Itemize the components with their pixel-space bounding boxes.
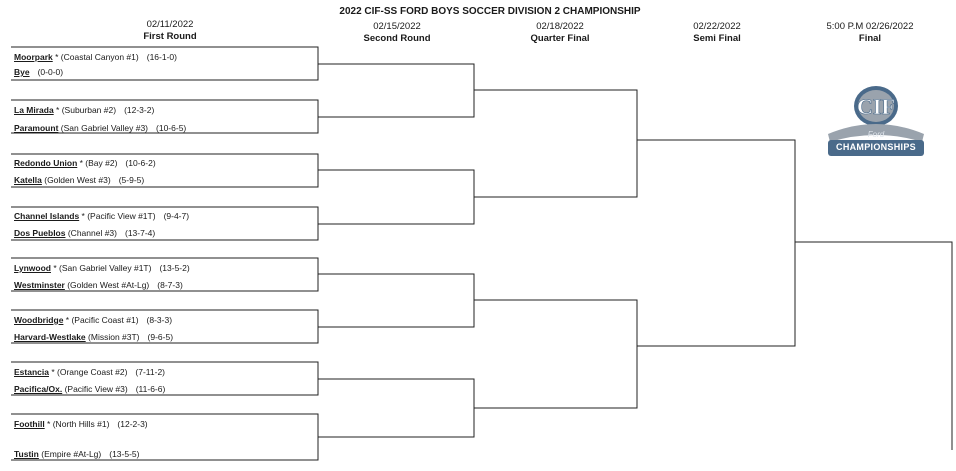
team-name: Westminster xyxy=(14,280,65,290)
team-record: (12-3-2) xyxy=(124,105,155,115)
team-seed: * (San Gabriel Valley #1T) xyxy=(50,263,152,273)
team-name: Dos Pueblos xyxy=(14,228,66,238)
team-seed: * (Orange Coast #2) xyxy=(48,367,128,377)
team-seed: * (Pacific View #1T) xyxy=(79,211,156,221)
team-name: Woodbridge xyxy=(14,315,64,325)
team-record: (9-6-5) xyxy=(147,332,174,342)
team-record: (0-0-0) xyxy=(37,67,64,77)
round-header-second: 02/15/2022 Second Round xyxy=(342,21,452,45)
team-slot: Moorpark * (Coastal Canyon #1) (16-1-0) xyxy=(14,52,177,62)
logo-graphic: CIF xyxy=(828,86,924,156)
team-record: (13-7-4) xyxy=(125,228,156,238)
team-slot: Lynwood * (San Gabriel Valley #1T) (13-5-… xyxy=(14,263,190,273)
team-record: (10-6-2) xyxy=(125,158,156,168)
round-name: First Round xyxy=(143,31,197,42)
team-seed: * (North Hills #1) xyxy=(44,419,110,429)
team-seed: (Golden West #At-Lg) xyxy=(64,280,150,290)
team-record: (16-1-0) xyxy=(146,52,177,62)
team-name: Redondo Union xyxy=(14,158,78,168)
team-slot: La Mirada * (Suburban #2) (12-3-2) xyxy=(14,105,154,115)
round-date: 5:00 P.M 02/26/2022 xyxy=(826,21,914,32)
round-date: 02/22/2022 xyxy=(693,21,741,32)
second-round-3 xyxy=(318,273,475,328)
round-name: Semi Final xyxy=(693,33,741,44)
team-name: Harvard-Westlake xyxy=(14,332,86,342)
round-header-final: 5:00 P.M 02/26/2022 Final xyxy=(805,21,935,45)
team-name: Lynwood xyxy=(14,263,51,273)
second-round-2 xyxy=(318,169,475,225)
second-round-4 xyxy=(318,378,475,438)
round-header-quarter: 02/18/2022 Quarter Final xyxy=(505,21,615,45)
team-slot: Westminster (Golden West #At-Lg) (8-7-3) xyxy=(14,280,183,290)
team-seed: * (Bay #2) xyxy=(77,158,118,168)
team-name: Katella xyxy=(14,175,42,185)
logo-championships-text: CHAMPIONSHIPS xyxy=(836,142,916,152)
team-seed: (Empire #At-Lg) xyxy=(38,449,102,459)
team-record: (13-5-2) xyxy=(159,263,190,273)
team-slot: Dos Pueblos (Channel #3) (13-7-4) xyxy=(14,228,155,238)
team-name: Foothill xyxy=(14,419,45,429)
team-record: (8-3-3) xyxy=(146,315,173,325)
round-name: Second Round xyxy=(363,33,431,44)
team-slot: Channel Islands * (Pacific View #1T) (9-4… xyxy=(14,211,189,221)
cif-championships-logo: CIF Ford CHAMPIONSHIPS xyxy=(826,84,926,160)
team-seed: (Mission #3T) xyxy=(85,332,140,342)
final-bracket xyxy=(795,241,953,450)
quarter-final-2 xyxy=(474,299,638,409)
team-record: (11-6-6) xyxy=(135,384,166,394)
team-record: (12-2-3) xyxy=(117,419,148,429)
round-date: 02/18/2022 xyxy=(536,21,584,32)
team-slot: Foothill * (North Hills #1) (12-2-3) xyxy=(14,419,148,429)
team-slot: Woodbridge * (Pacific Coast #1) (8-3-3) xyxy=(14,315,172,325)
round-date: 02/11/2022 xyxy=(146,19,194,30)
team-record: (13-5-5) xyxy=(109,449,140,459)
bracket-title: 2022 CIF-SS FORD BOYS SOCCER DIVISION 2 … xyxy=(339,6,641,17)
team-seed: (Golden West #3) xyxy=(41,175,111,185)
second-round-1 xyxy=(318,63,475,118)
team-slot: Harvard-Westlake (Mission #3T) (9-6-5) xyxy=(14,332,173,342)
semi-final xyxy=(637,139,796,347)
quarter-final-1 xyxy=(474,89,638,198)
round-header-first: 02/11/2022 First Round xyxy=(115,19,225,43)
team-seed: (Pacific View #3) xyxy=(62,384,128,394)
team-name: La Mirada xyxy=(14,105,54,115)
team-name: Estancia xyxy=(14,367,49,377)
team-slot: Bye (0-0-0) xyxy=(14,67,63,77)
logo-ford-text: Ford xyxy=(867,130,885,139)
team-name: Paramount xyxy=(14,123,59,133)
team-slot: Katella (Golden West #3) (5-9-5) xyxy=(14,175,144,185)
team-name: Channel Islands xyxy=(14,211,80,221)
team-record: (9-4-7) xyxy=(163,211,190,221)
team-name: Moorpark xyxy=(14,52,53,62)
team-seed: (Channel #3) xyxy=(65,228,117,238)
round-name: Final xyxy=(858,33,882,44)
team-record: (10-6-5) xyxy=(156,123,187,133)
team-seed: (San Gabriel Valley #3) xyxy=(58,123,149,133)
team-name: Pacifica/Ox. xyxy=(14,384,63,394)
team-name: Tustin xyxy=(14,449,39,459)
team-name: Bye xyxy=(14,67,30,77)
team-seed: * (Pacific Coast #1) xyxy=(63,315,139,325)
logo-cif-text: CIF xyxy=(857,94,895,119)
round-header-semi: 02/22/2022 Semi Final xyxy=(662,21,772,45)
team-record: (5-9-5) xyxy=(118,175,145,185)
round-date: 02/15/2022 xyxy=(373,21,421,32)
team-seed: * (Suburban #2) xyxy=(53,105,117,115)
team-record: (8-7-3) xyxy=(157,280,183,290)
team-slot: Redondo Union * (Bay #2) (10-6-2) xyxy=(14,158,156,168)
team-seed: * (Coastal Canyon #1) xyxy=(52,52,139,62)
team-slot: Pacifica/Ox. (Pacific View #3) (11-6-6) xyxy=(14,384,165,394)
team-record: (7-11-2) xyxy=(135,367,166,377)
team-slot: Estancia * (Orange Coast #2) (7-11-2) xyxy=(14,367,165,377)
team-slot: Paramount (San Gabriel Valley #3) (10-6-5… xyxy=(14,123,186,133)
team-slot: Tustin (Empire #At-Lg) (13-5-5) xyxy=(14,449,139,459)
round-name: Quarter Final xyxy=(530,33,590,44)
